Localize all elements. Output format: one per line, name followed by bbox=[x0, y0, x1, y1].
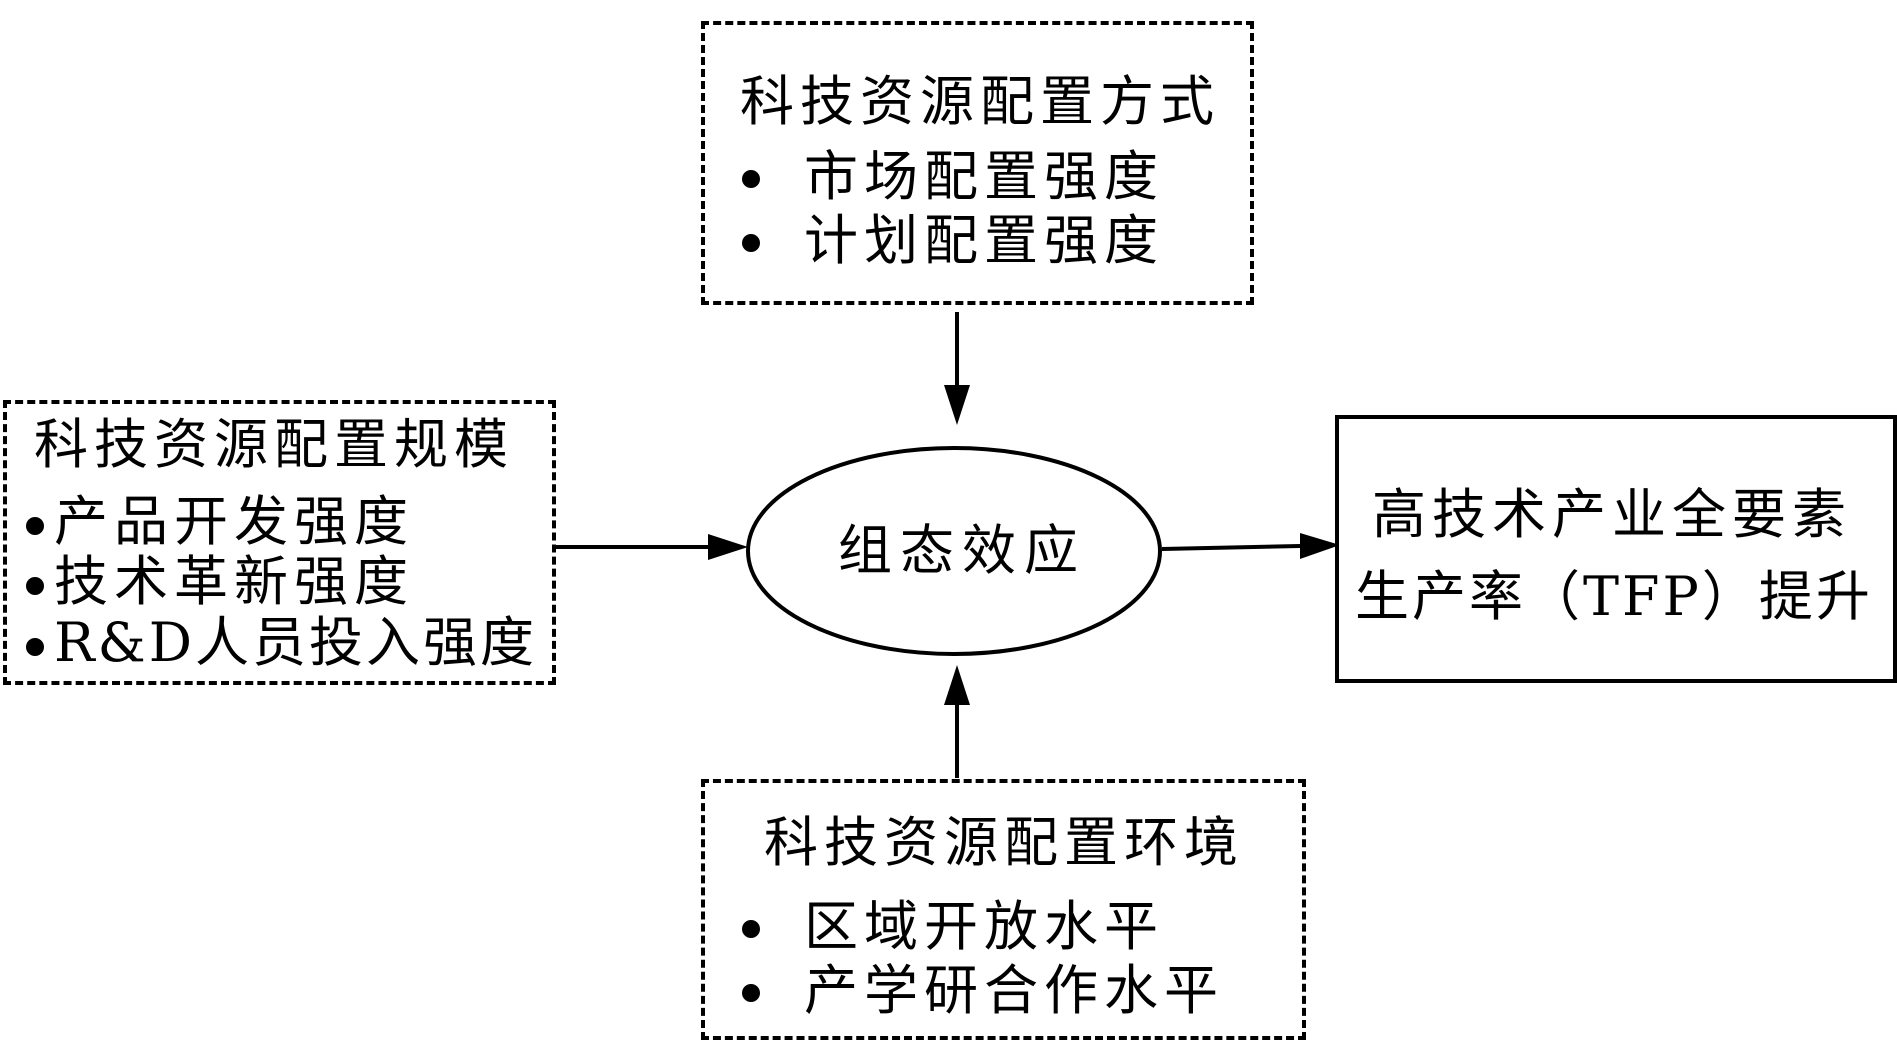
arrowhead-result bbox=[1300, 533, 1340, 559]
arrow-center-to-result bbox=[1161, 544, 1301, 551]
allocation-scale-box bbox=[3, 400, 556, 685]
allocation-scale-item-1: 产品开发强度 bbox=[54, 490, 414, 553]
arrowhead-left bbox=[708, 534, 748, 560]
arrowhead-top bbox=[944, 385, 970, 425]
allocation-mode-box bbox=[701, 21, 1254, 305]
bullet-icon bbox=[26, 517, 44, 535]
allocation-environment-item-1: 区域开放水平 bbox=[804, 895, 1164, 958]
allocation-scale-item-2: 技术革新强度 bbox=[54, 550, 414, 613]
allocation-environment-box bbox=[701, 779, 1306, 1040]
bullet-icon bbox=[26, 638, 44, 656]
bullet-icon bbox=[26, 577, 44, 595]
tfp-result-box bbox=[1335, 415, 1897, 683]
allocation-mode-item-1: 市场配置强度 bbox=[804, 145, 1164, 208]
allocation-scale-title: 科技资源配置规模 bbox=[34, 413, 514, 476]
tfp-result-line-1: 高技术产业全要素 bbox=[1372, 483, 1852, 546]
configuration-effect-label: 组态效应 bbox=[838, 519, 1086, 582]
allocation-mode-item-2: 计划配置强度 bbox=[804, 209, 1164, 272]
bullet-icon bbox=[742, 170, 760, 188]
allocation-mode-title: 科技资源配置方式 bbox=[740, 70, 1220, 133]
allocation-environment-title: 科技资源配置环境 bbox=[764, 811, 1244, 874]
arrowhead-bottom bbox=[944, 665, 970, 705]
allocation-scale-item-3: R&D人员投入强度 bbox=[54, 611, 538, 674]
bullet-icon bbox=[742, 234, 760, 252]
bullet-icon bbox=[742, 920, 760, 938]
allocation-environment-item-2: 产学研合作水平 bbox=[804, 959, 1224, 1022]
tfp-result-line-2: 生产率（TFP）提升 bbox=[1355, 565, 1873, 628]
bullet-icon bbox=[742, 984, 760, 1002]
center-ellipse bbox=[746, 446, 1162, 656]
